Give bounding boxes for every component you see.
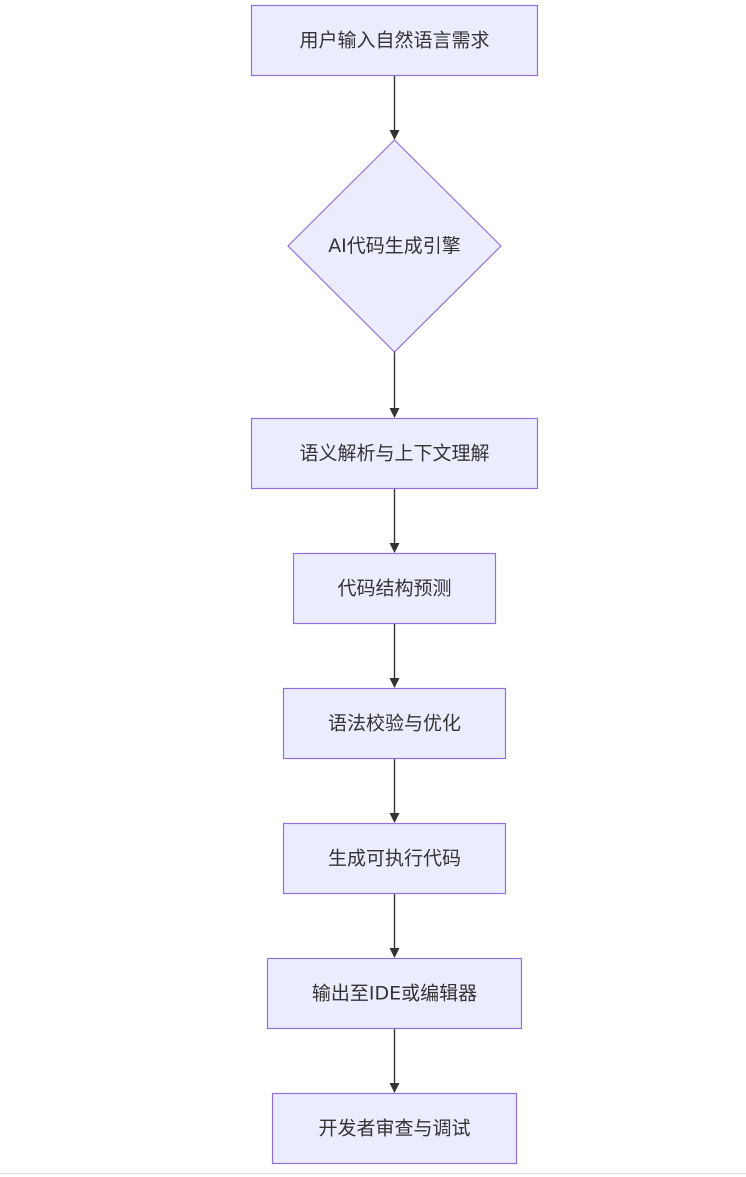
bottom-divider xyxy=(0,1173,746,1174)
node-label: 输出至IDE或编辑器 xyxy=(312,983,477,1005)
edge-n3-n4 xyxy=(389,488,400,553)
edge-n2-n3 xyxy=(389,352,400,418)
edge-n1-n2 xyxy=(389,75,400,140)
node-developer-review: 开发者审查与调试 xyxy=(271,1092,518,1165)
node-user-input: 用户输入自然语言需求 xyxy=(250,4,539,77)
edge-n6-n7 xyxy=(389,893,400,958)
node-syntax-check: 语法校验与优化 xyxy=(282,687,507,760)
node-semantic-parsing: 语义解析与上下文理解 xyxy=(250,417,539,490)
node-label: 语法校验与优化 xyxy=(328,713,461,735)
edge-n7-n8 xyxy=(389,1028,400,1093)
node-label: AI代码生成引擎 xyxy=(328,235,461,257)
node-output-ide: 输出至IDE或编辑器 xyxy=(266,957,523,1030)
node-label: 生成可执行代码 xyxy=(328,848,461,870)
node-ai-engine-decision: AI代码生成引擎 xyxy=(287,139,502,353)
edge-n5-n6 xyxy=(389,758,400,823)
node-label: 用户输入自然语言需求 xyxy=(299,30,489,52)
node-label: 代码结构预测 xyxy=(337,578,451,600)
edge-n4-n5 xyxy=(389,623,400,688)
node-structure-prediction: 代码结构预测 xyxy=(292,552,497,625)
edges xyxy=(389,75,400,1093)
node-label: 语义解析与上下文理解 xyxy=(299,443,489,465)
node-generate-code: 生成可执行代码 xyxy=(282,822,507,895)
node-label: 开发者审查与调试 xyxy=(318,1118,470,1140)
